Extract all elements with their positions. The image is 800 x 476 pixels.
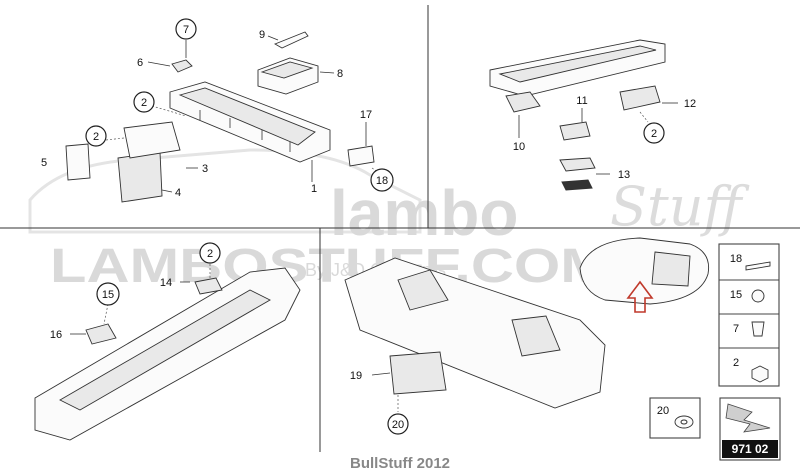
callout-8: 8 <box>337 68 343 80</box>
legend-num-4: 2 <box>733 357 739 369</box>
callout-4: 4 <box>175 187 181 199</box>
module-part-11 <box>559 121 591 141</box>
module-part-19 <box>389 351 447 395</box>
callout-3: 3 <box>202 163 208 175</box>
clip-icon <box>751 321 765 337</box>
section-top-left: 7 6 9 8 2 2 5 3 4 1 17 18 <box>41 18 394 203</box>
callout-20a: 20 <box>392 419 404 431</box>
callout-circle-2d <box>199 242 221 264</box>
item-20-number: 20 <box>657 405 669 417</box>
bracket-part-3 <box>123 121 181 159</box>
callout-16: 16 <box>50 329 62 341</box>
callout-circle-18a <box>370 168 394 192</box>
sensor-part-6 <box>171 59 193 73</box>
bolt-icon <box>751 289 765 303</box>
callout-19: 19 <box>350 370 362 382</box>
arrow-badge-icon <box>725 403 771 433</box>
locator-arrow-icon <box>626 280 654 313</box>
module-part-10 <box>505 91 541 113</box>
locator-car <box>579 237 710 313</box>
callout-circle-2b <box>85 125 107 147</box>
callout-5: 5 <box>41 157 47 169</box>
pad-part-13a <box>559 157 596 172</box>
callout-circle-7 <box>175 18 197 40</box>
callout-12: 12 <box>684 98 696 110</box>
watermark-logo-script: Stuff <box>610 175 749 238</box>
callout-15: 15 <box>102 289 114 301</box>
section-bottom-left: 2 14 15 16 <box>34 242 301 441</box>
module-part-5 <box>65 143 91 181</box>
module-part-16 <box>85 323 117 345</box>
legend: 18 15 7 2 <box>718 243 780 387</box>
module-part-4 <box>117 151 163 203</box>
legend-frame <box>718 243 780 387</box>
callout-9: 9 <box>259 29 265 41</box>
callout-18a: 18 <box>376 175 388 187</box>
legend-num-3: 7 <box>733 323 739 335</box>
nut-icon <box>751 365 769 383</box>
callout-circle-2c <box>643 122 665 144</box>
module-part-12 <box>619 85 661 111</box>
callout-6: 6 <box>137 57 143 69</box>
bracket-part-17 <box>347 145 375 167</box>
callout-circle-15 <box>96 282 120 306</box>
callout-10: 10 <box>513 141 525 153</box>
section-top-right: 10 11 12 13 2 <box>489 39 696 191</box>
rivet-icon <box>745 261 771 271</box>
footer-credit: BullStuff 2012 <box>350 455 450 472</box>
callout-13: 13 <box>618 169 630 181</box>
callout-11: 11 <box>576 95 587 107</box>
callout-circle-20a <box>387 413 409 435</box>
callout-2a: 2 <box>141 97 147 109</box>
module-part-14 <box>194 277 223 295</box>
legend-num-2: 15 <box>730 289 742 301</box>
badge-code-bg <box>722 440 778 458</box>
callout-14: 14 <box>160 277 172 289</box>
callout-2c: 2 <box>651 128 657 140</box>
callout-1: 1 <box>311 183 317 195</box>
watermark-logo-main: lambo <box>330 177 518 249</box>
callout-2b: 2 <box>93 131 99 143</box>
diagram-badge: 971 02 <box>719 397 781 461</box>
callout-7: 7 <box>183 24 189 36</box>
section-bottom-middle: 19 20 <box>344 257 606 435</box>
legend-item-20: 20 <box>649 397 701 439</box>
badge-code: 971 02 <box>732 442 769 456</box>
watermark-car-silhouette <box>28 148 422 234</box>
callout-17: 17 <box>360 109 372 121</box>
item-20-frame <box>649 397 701 439</box>
watermark-site: LAMBOSTUFF.COM <box>50 240 610 293</box>
cable-part-9 <box>273 31 309 49</box>
badge-frame <box>719 397 781 461</box>
callout-2d: 2 <box>207 248 213 260</box>
pad-part-13b <box>561 179 593 191</box>
callout-circle-2a <box>133 91 155 113</box>
legend-num-1: 18 <box>730 253 742 265</box>
